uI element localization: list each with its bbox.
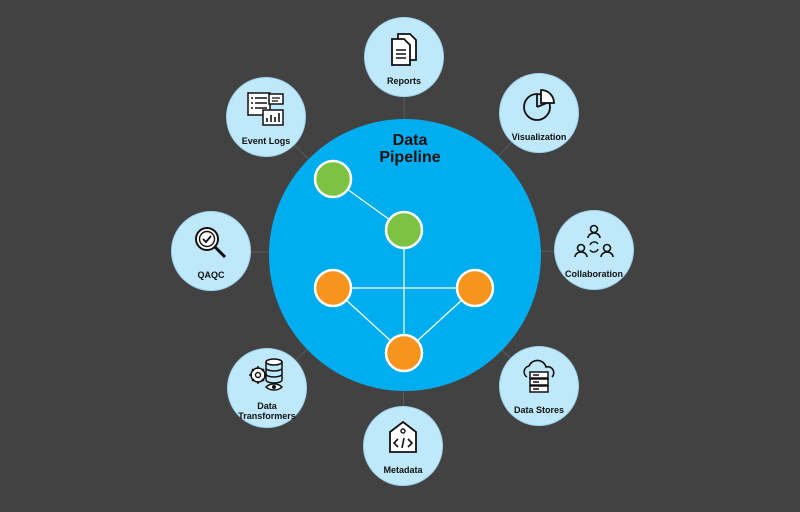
code-tag-icon [389,420,417,453]
pipeline-node-green [313,159,353,199]
satellite-reports: Reports [364,17,444,97]
satellite-data-transformers: Data Transformers [227,348,307,428]
people-network-icon [574,224,614,258]
cloud-server-icon [523,359,555,393]
documents-icon [391,33,417,66]
pipeline-nodes [313,159,495,373]
satellite-label-line1: Data [257,401,277,411]
pipeline-node-green [384,210,424,250]
satellite-visualization: Visualization [499,73,579,153]
satellite-data-stores: Data Stores [499,346,579,426]
log-list-icon [247,92,284,126]
pipeline-node-orange [313,268,353,308]
magnifier-check-icon [195,227,227,259]
satellite-label: Event Logs [241,136,291,146]
satellite-label: Collaboration [565,269,623,279]
hub-title: Data Pipeline [340,132,480,166]
satellite-qaqc: QAQC [171,211,251,291]
database-gear-icon [249,358,283,391]
hub-title-line2: Pipeline [379,149,441,166]
satellite-event-logs: Event Logs [226,77,306,157]
satellite-label: QAQC [197,270,225,280]
satellite-label: Data Stores [513,405,565,415]
satellite-label-line2: Transformers [238,411,296,421]
pipeline-node-orange [455,268,495,308]
satellite-label: Metadata [383,465,423,475]
satellite-label: Reports [386,76,421,86]
satellite-metadata: Metadata [363,406,443,486]
pipeline-node-orange [384,333,424,373]
satellite-collaboration: Collaboration [554,210,634,290]
pie-chart-icon [523,89,555,121]
satellite-label: Visualization [511,132,567,142]
hub-title-line1: Data [392,132,428,149]
satellite-label: Data Transformers [228,401,306,421]
